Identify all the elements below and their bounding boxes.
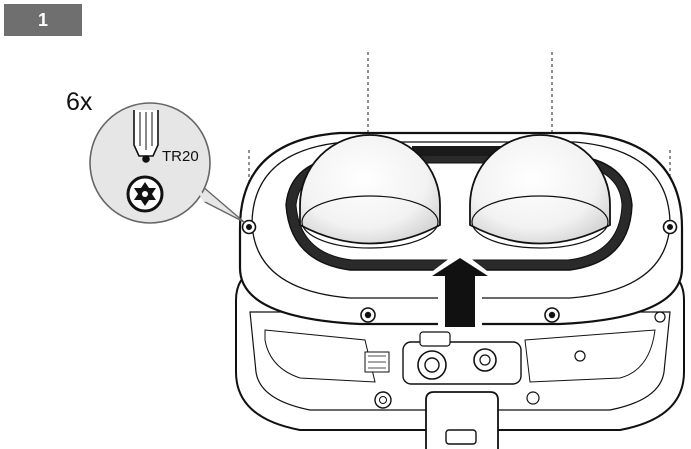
torx-head-icon (126, 175, 164, 213)
tool-callout (89, 102, 245, 224)
screw-quantity-label: 6x (66, 88, 93, 116)
cover-screws (241, 219, 678, 323)
arrow-up-icon (423, 251, 497, 330)
step-number-badge: 1 (4, 4, 82, 36)
torx-driver-icon (133, 110, 159, 163)
lens-dome-right (469, 134, 611, 249)
torx-size-label: TR20 (162, 148, 199, 165)
lens-dome-left (299, 134, 441, 249)
